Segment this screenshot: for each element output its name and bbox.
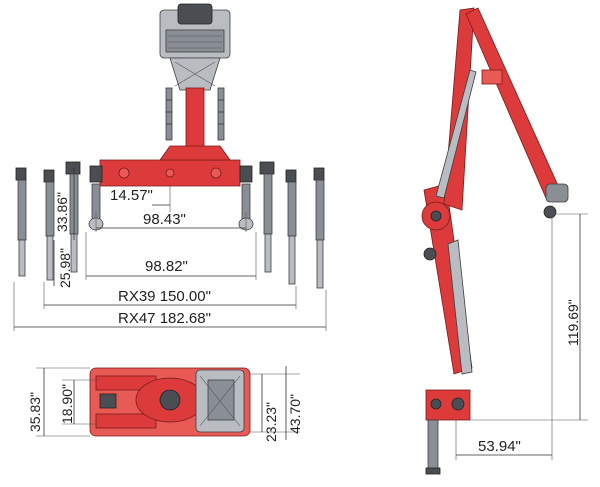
right-ladder	[217, 87, 225, 141]
dim-leg-lower-height: 25.98"	[57, 248, 73, 288]
side-stabilizer-leg	[427, 419, 439, 473]
side-view: 119.69" 53.94"	[421, 7, 588, 475]
outer-jib	[465, 7, 561, 199]
dim-rx39-width: RX39 150.00"	[118, 288, 211, 305]
dim-top-right-inner: 23.23"	[263, 402, 279, 442]
boom-tip	[545, 183, 569, 203]
boom-cylinder	[435, 69, 477, 199]
control-seat	[159, 3, 231, 91]
dim-top-left-outer: 35.83"	[27, 392, 43, 432]
front-view: 14.57" 98.43" 98.82" RX39 150.00" RX47 1…	[13, 3, 327, 331]
dim-top-right-outer: 43.70"	[287, 394, 303, 434]
dim-center-offset: 14.57"	[110, 187, 153, 204]
lift-cylinder	[447, 239, 473, 375]
dim-rx47-width: RX47 182.68"	[118, 310, 211, 327]
dim-base-reach: 53.94"	[478, 438, 521, 455]
dim-inner-width-upper: 98.43"	[143, 211, 186, 228]
dim-inner-width-lower: 98.82"	[145, 258, 188, 275]
left-ladder	[165, 87, 173, 141]
dim-boom-height: 119.69"	[565, 299, 581, 346]
top-view: 35.83" 18.90" 23.23" 43.70"	[27, 366, 303, 442]
dim-leg-upper-height: 33.86"	[54, 192, 70, 232]
crane-column	[185, 87, 205, 151]
dim-top-left-inner: 18.90"	[59, 384, 75, 424]
